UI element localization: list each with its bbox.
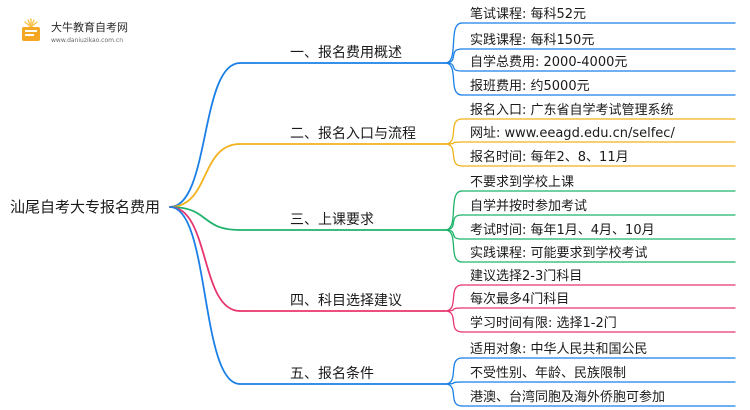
leaf-topic: 笔试课程: 每科52元	[470, 7, 587, 22]
leaf-topic: 自学总费用: 2000-4000元	[470, 55, 628, 70]
leaf-topic: 报班费用: 约5000元	[470, 79, 590, 94]
leaf-topic: 报名时间: 每年2、8、11月	[470, 150, 629, 165]
leaf-connector	[444, 62, 463, 96]
leaf-topic: 网址: www.eeagd.edu.cn/selfec/	[470, 126, 675, 141]
leaf-topic: 考试时间: 每年1月、4月、10月	[470, 223, 655, 238]
leaf-topic: 实践课程: 可能要求到学校考试	[470, 246, 648, 261]
leaf-topic: 报名入口: 广东省自学考试管理系统	[470, 103, 674, 118]
leaf-connector	[444, 357, 463, 385]
branch-connector	[169, 62, 241, 208]
leaf-connector	[444, 143, 463, 167]
site-logo: 大牛教育自考网 www.daniuzikao.com.cn	[14, 10, 164, 54]
branch-connector	[169, 143, 241, 208]
leaf-connector	[444, 229, 463, 263]
leaf-connector	[444, 307, 463, 312]
leaf-topic: 建议选择2-3门科目	[470, 269, 583, 284]
branch-connector	[169, 206, 241, 231]
leaf-topic: 适用对象: 中华人民共和国公民	[470, 342, 648, 357]
root-topic: 汕尾自考大专报名费用	[10, 198, 161, 216]
leaf-connector	[444, 383, 463, 407]
leaf-topic: 不要求到学校上课	[470, 175, 575, 190]
branch-topic-1: 一、报名费用概述	[290, 45, 402, 61]
leaf-connector	[444, 284, 463, 312]
leaf-connector	[444, 62, 463, 72]
branch-connector	[169, 206, 241, 312]
leaf-connector	[444, 310, 463, 333]
leaf-topic: 实践课程: 每科150元	[470, 33, 595, 48]
book-logo-icon	[22, 18, 40, 41]
leaf-topic: 每次最多4门科目	[470, 292, 570, 307]
logo-name: 大牛教育自考网	[51, 21, 128, 34]
branch-topic-5: 五、报名条件	[290, 366, 374, 382]
leaf-topic: 学习时间有限: 选择1-2门	[470, 316, 617, 331]
leaf-connector	[444, 22, 463, 64]
branch-topic-3: 三、上课要求	[290, 212, 374, 228]
leaf-topic: 自学并按时参加考试	[470, 199, 588, 214]
leaf-connector	[444, 118, 463, 145]
branch-connector	[169, 206, 241, 385]
branch-topic-2: 二、报名入口与流程	[290, 126, 416, 142]
leaf-topic: 不受性别、年龄、民族限制	[470, 366, 627, 381]
logo-url: www.daniuzikao.com.cn	[51, 37, 123, 44]
branch-topic-4: 四、科目选择建议	[290, 293, 402, 309]
leaf-connector	[444, 229, 463, 240]
leaf-connector	[444, 190, 463, 231]
leaf-topic: 港澳、台湾同胞及海外侨胞可参加	[470, 390, 666, 405]
